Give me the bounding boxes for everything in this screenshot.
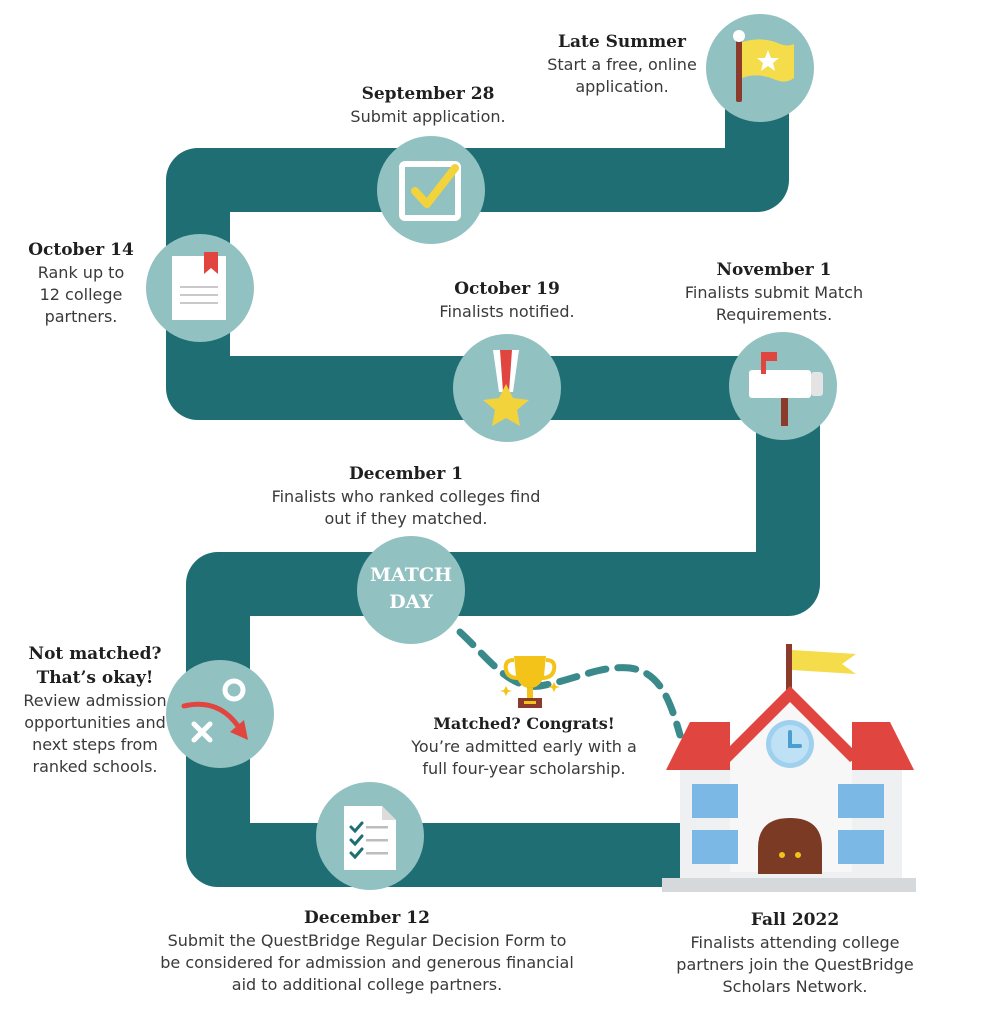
checkbox-icon <box>377 136 485 244</box>
step-date: December 1 <box>348 464 464 484</box>
step-description: Finalists attending college partners joi… <box>676 933 914 996</box>
match-day-line2: DAY <box>389 591 433 613</box>
step-date: Not matched? That’s okay! <box>28 644 162 688</box>
step-date: October 14 <box>28 240 134 260</box>
checklist-icon <box>316 782 424 890</box>
match-dashed-path <box>456 628 684 739</box>
step-september-28: September 28 Submit application. <box>328 82 528 128</box>
trophy-icon <box>500 656 560 708</box>
match-day-line1: MATCH <box>370 564 452 586</box>
step-description: Rank up to 12 college partners. <box>37 263 125 326</box>
step-description: Submit application. <box>350 107 506 126</box>
step-date: Matched? Congrats! <box>433 714 615 733</box>
step-late-summer: Late Summer Start a free, online applica… <box>538 30 706 98</box>
step-description: Review admission opportunities and next … <box>23 691 167 776</box>
step-not-matched: Not matched? That’s okay! Review admissi… <box>20 642 170 778</box>
school-icon <box>662 644 916 892</box>
mailbox-icon <box>729 332 837 440</box>
step-matched: Matched? Congrats! You’re admitted early… <box>404 712 644 780</box>
step-description: Start a free, online application. <box>547 55 697 96</box>
step-date: October 19 <box>454 279 560 299</box>
step-fall-2022: Fall 2022 Finalists attending college pa… <box>664 908 926 998</box>
match-day-text: MATCH DAY <box>357 562 465 616</box>
step-date: Fall 2022 <box>750 910 840 930</box>
document-icon <box>146 234 254 342</box>
step-date: Late Summer <box>558 32 686 52</box>
step-description: You’re admitted early with a full four-y… <box>411 737 637 778</box>
step-description: Submit the QuestBridge Regular Decision … <box>160 931 574 994</box>
step-december-12: December 12 Submit the QuestBridge Regul… <box>160 906 574 996</box>
step-description: Finalists who ranked colleges find out i… <box>271 487 541 528</box>
medal-icon <box>453 334 561 442</box>
step-november-1: November 1 Finalists submit Match Requir… <box>676 258 872 326</box>
step-october-19: October 19 Finalists notified. <box>410 277 604 323</box>
step-date: November 1 <box>716 260 832 280</box>
flag-icon <box>706 14 814 122</box>
strategy-icon <box>166 660 274 768</box>
step-description: Finalists submit Match Requirements. <box>684 283 864 324</box>
step-december-1: December 1 Finalists who ranked colleges… <box>262 462 550 530</box>
match-day-badge: MATCH DAY <box>357 536 465 644</box>
step-description: Finalists notified. <box>439 302 575 321</box>
step-date: December 12 <box>304 908 430 928</box>
step-october-14: October 14 Rank up to 12 college partner… <box>26 238 136 328</box>
step-date: September 28 <box>361 84 495 104</box>
